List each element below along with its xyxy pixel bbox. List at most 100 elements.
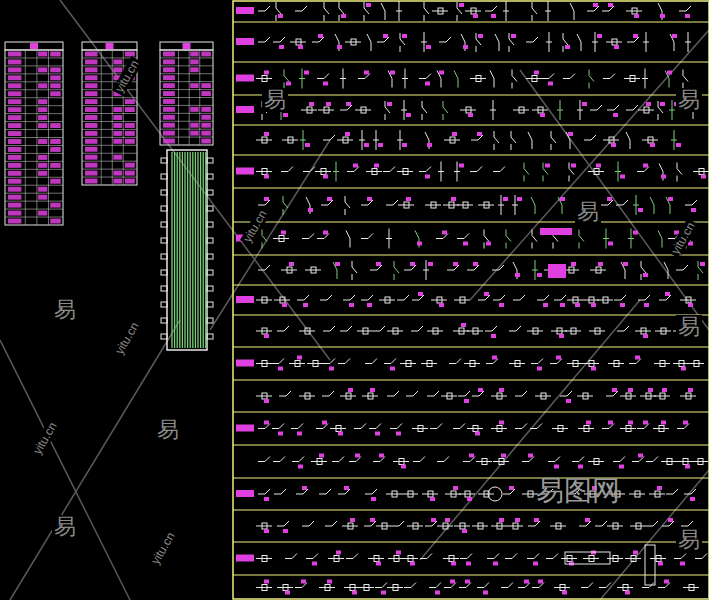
contact-symbol [265,489,270,494]
wire [602,11,609,12]
wire [650,558,666,559]
table-row-line [82,97,137,98]
wire [579,526,586,527]
coil-symbol [399,459,404,465]
contact-symbol [368,295,373,300]
wire [295,11,302,12]
contact-symbol [492,6,497,11]
wire [681,526,688,527]
symbol-tag [562,591,567,595]
symbol-tag [638,454,643,458]
symbol-tag [302,486,307,490]
breaker-symbol [658,231,662,239]
coil-symbol [459,328,464,334]
table-cell-text [85,107,98,112]
wire [323,331,330,332]
symbol-tag [378,143,383,147]
wire [277,331,284,332]
coil-symbol [686,393,691,399]
wire [595,526,602,527]
coil-symbol [613,523,618,529]
symbol-tag [264,529,269,533]
table-cell-text [8,59,21,64]
table-row-line [5,105,63,106]
wire [358,78,365,79]
wire [319,587,335,588]
wire [472,396,479,397]
contact-symbol [538,359,543,364]
wire [365,494,372,495]
contact-symbol [324,74,329,79]
terminal [161,158,167,163]
coil-symbol [393,585,398,591]
coil-symbol [538,107,543,113]
coil-symbol [583,393,588,399]
contact-symbol [464,234,469,239]
symbol-tag [298,45,303,49]
wire [530,428,537,429]
contact-symbol [642,78,648,79]
switch-symbol [524,163,525,169]
table-header-mark [106,43,114,49]
symbol-tag [327,580,332,584]
symbol-tag [309,102,314,106]
wire [493,300,500,301]
watermark-line [520,70,709,330]
wire [638,110,654,111]
wire [627,42,634,43]
table-cell-text [190,52,198,57]
wire [412,428,428,429]
wire [420,558,427,559]
contact-symbol [597,105,602,110]
symbol-tag [612,388,617,392]
terminal [161,206,167,211]
table-cell-text [113,171,122,176]
symbol-tag [492,356,497,360]
table-row-line [5,73,63,74]
breaker-symbol [581,42,582,51]
table-cell-text [163,83,175,88]
symbol-tag [638,208,643,212]
switch-symbol [364,8,369,14]
coil-symbol [350,585,355,591]
wire [653,428,669,429]
coil-symbol [438,8,443,14]
symbol-tag [643,334,648,338]
symbol-tag [364,71,369,75]
wire [370,270,377,271]
table-row-line [160,137,213,138]
contact-symbol [624,326,629,331]
row-divider [233,412,709,413]
contact-symbol [309,234,314,239]
wire [662,526,669,527]
coil-symbol [334,556,339,562]
table-col-line [25,50,26,225]
watermark-glyph: 易 [262,88,288,112]
table-row-line [82,113,137,114]
wire [505,558,512,559]
coil-symbol [463,202,468,208]
breaker-symbol [381,3,385,11]
symbol-tag [614,45,619,49]
wire [527,558,534,559]
switch-symbol [484,243,485,249]
wire [299,396,315,397]
watermark-glyph: 易 [52,515,78,539]
symbol-tag [264,399,269,403]
symbol-tag [560,197,565,201]
coil-symbol [296,39,301,45]
wire [320,300,327,301]
switch-symbol [698,261,699,267]
coil-symbol [403,169,408,175]
symbol-tag [499,421,504,425]
terminal [207,174,213,179]
coil-symbol [569,267,574,273]
terminal [207,190,213,195]
contact-symbol [396,11,402,12]
wire [349,461,356,462]
symbol-tag [491,334,496,338]
wire [567,363,583,364]
switch-symbol [563,46,564,52]
table-col-line [199,50,200,145]
coil-symbol [262,328,267,334]
